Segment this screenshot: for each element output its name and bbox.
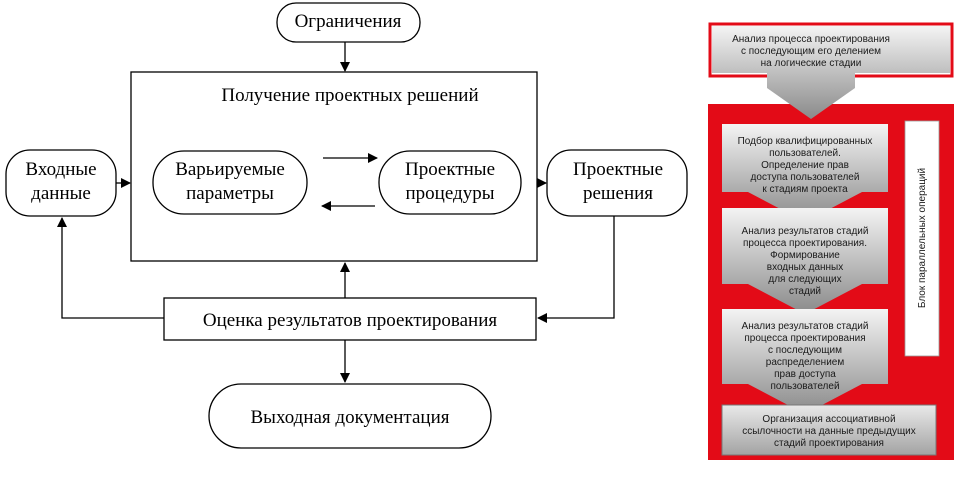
design-solutions-line1: Проектные: [573, 159, 663, 180]
main-block-title: Получение проектных решений: [221, 85, 478, 106]
design-procedures-line1: Проектные: [405, 159, 495, 180]
top-step-line2: с последующим его делением: [741, 46, 881, 57]
step3-line3: с последующим: [768, 345, 842, 356]
step1-line1: Подбор квалифицированных: [738, 135, 873, 147]
step2-line2: процесса проектирования.: [743, 238, 867, 249]
top-step-line1: Анализ процесса проектирования: [732, 34, 890, 45]
step4-box: [721, 404, 937, 456]
parallel-operations-label: Блок параллельных операций: [917, 168, 928, 308]
evaluation-node: [163, 297, 537, 341]
step2-line4: входных данных: [767, 262, 844, 273]
evaluation-label: Оценка результатов проектирования: [203, 310, 498, 331]
input-data-line1: Входные: [25, 159, 96, 180]
step1-line3: Определение прав: [761, 160, 849, 171]
step2-line1: Анализ результатов стадий: [742, 226, 869, 237]
step2-arrow: [722, 208, 888, 314]
constraints-label: Ограничения: [295, 11, 402, 32]
step2-line3: Формирование: [770, 250, 840, 261]
step1-line4: доступа пользователей: [751, 172, 860, 183]
step4-line2: ссылочности на данные предыдущих: [742, 426, 916, 437]
output-documentation-node: [208, 383, 492, 449]
step1-arrow: [722, 124, 888, 222]
step2-line6: стадий: [789, 286, 821, 297]
step3-arrow: [722, 309, 888, 414]
step3-line2: процесса проектирования: [744, 333, 865, 344]
evaluation-to-input-arrow: [57, 217, 164, 319]
design-solutions-line2: решения: [583, 183, 653, 204]
input-data-line2: данные: [31, 183, 91, 204]
left-flow-diagram: Ограничения Получение проектных решений …: [5, 2, 688, 449]
step1-line2: пользователей.: [769, 148, 841, 159]
output-documentation-label: Выходная документация: [251, 407, 450, 428]
varied-parameters-line2: параметры: [186, 183, 274, 204]
step3-line4: распределением: [766, 357, 845, 368]
step3-line6: пользователей: [770, 381, 839, 392]
parallel-operations-block: [904, 120, 940, 357]
top-step-arrow: [712, 26, 950, 119]
right-process-diagram: Анализ процесса проектирования с последу…: [708, 22, 954, 460]
step3-line5: прав доступа: [774, 369, 836, 380]
step3-line1: Анализ результатов стадий: [742, 321, 869, 332]
design-procedures-line2: процедуры: [406, 183, 495, 204]
step4-line3: стадий проектирования: [774, 438, 884, 449]
constraints-node: [276, 2, 421, 43]
step2-line5: для следующих: [768, 274, 841, 285]
top-step-line3: на логические стадии: [761, 58, 862, 69]
solutions-to-evaluation-arrow: [537, 216, 615, 323]
varied-parameters-node: [152, 150, 308, 215]
design-solutions-node: [546, 149, 688, 217]
varied-parameters-line1: Варьируемые: [175, 159, 285, 180]
design-procedures-node: [378, 150, 522, 215]
step4-line1: Организация ассоциативной: [762, 414, 895, 425]
step1-line5: к стадиям проекта: [762, 184, 848, 195]
